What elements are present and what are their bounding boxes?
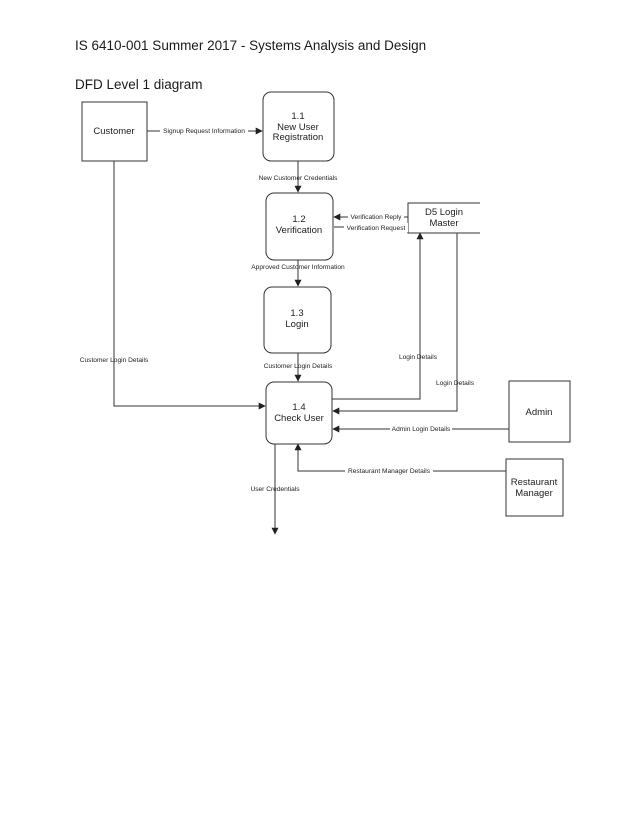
process-1-2-number: 1.2	[292, 214, 305, 225]
admin-label: Admin	[526, 407, 553, 418]
process-1-3-line1: Login	[285, 319, 308, 330]
label-restaurant-manager-details: Restaurant Manager Details	[348, 468, 431, 475]
data-store-line2: Master	[429, 218, 458, 229]
label-customer-login-details-mid: Customer Login Details	[264, 363, 333, 370]
label-user-credentials: User Credentials	[250, 486, 300, 493]
process-1-1	[262, 91, 335, 162]
label-customer-login-details-left: Customer Login Details	[80, 357, 149, 364]
entity-restaurant-manager	[505, 458, 564, 517]
label-signup-request: Signup Request Information	[163, 128, 245, 135]
process-1-3	[263, 286, 332, 354]
process-1-2	[265, 192, 334, 261]
label-verification-reply: Verification Reply	[351, 214, 403, 221]
process-1-1-line1: New User	[277, 122, 319, 133]
diagram-heading: DFD Level 1 diagram	[75, 77, 203, 92]
data-store-d5-login-master	[407, 202, 480, 234]
data-store-line1: D5 Login	[425, 207, 463, 218]
process-1-4-number: 1.4	[292, 402, 305, 413]
restaurant-manager-line2: Manager	[515, 488, 553, 499]
label-new-customer-credentials: New Customer Credentials	[259, 175, 338, 182]
process-1-1-line2: Registration	[273, 132, 324, 143]
process-1-3-number: 1.3	[290, 308, 303, 319]
process-1-2-line1: Verification	[276, 225, 322, 236]
process-1-4	[265, 381, 333, 445]
label-login-details-down: Login Details	[436, 380, 475, 387]
flow-login-details-down	[332, 233, 458, 415]
label-admin-login-details: Admin Login Details	[392, 426, 451, 433]
restaurant-manager-line1: Restaurant	[511, 477, 558, 488]
process-1-1-number: 1.1	[291, 111, 304, 122]
entity-admin	[508, 380, 571, 443]
label-login-details-up: Login Details	[399, 354, 438, 361]
label-approved-customer-info: Approved Customer Information	[251, 264, 345, 271]
label-verification-request: Verification Request	[347, 225, 406, 232]
flow-customer-login-details-left	[113, 161, 266, 410]
customer-label: Customer	[93, 126, 134, 137]
document-header: IS 6410-001 Summer 2017 - Systems Analys…	[75, 38, 427, 53]
flow-login-details-up	[332, 232, 424, 400]
flow-restaurant-manager-details	[294, 443, 506, 472]
entity-customer	[81, 101, 148, 162]
process-1-4-line1: Check User	[274, 413, 324, 424]
